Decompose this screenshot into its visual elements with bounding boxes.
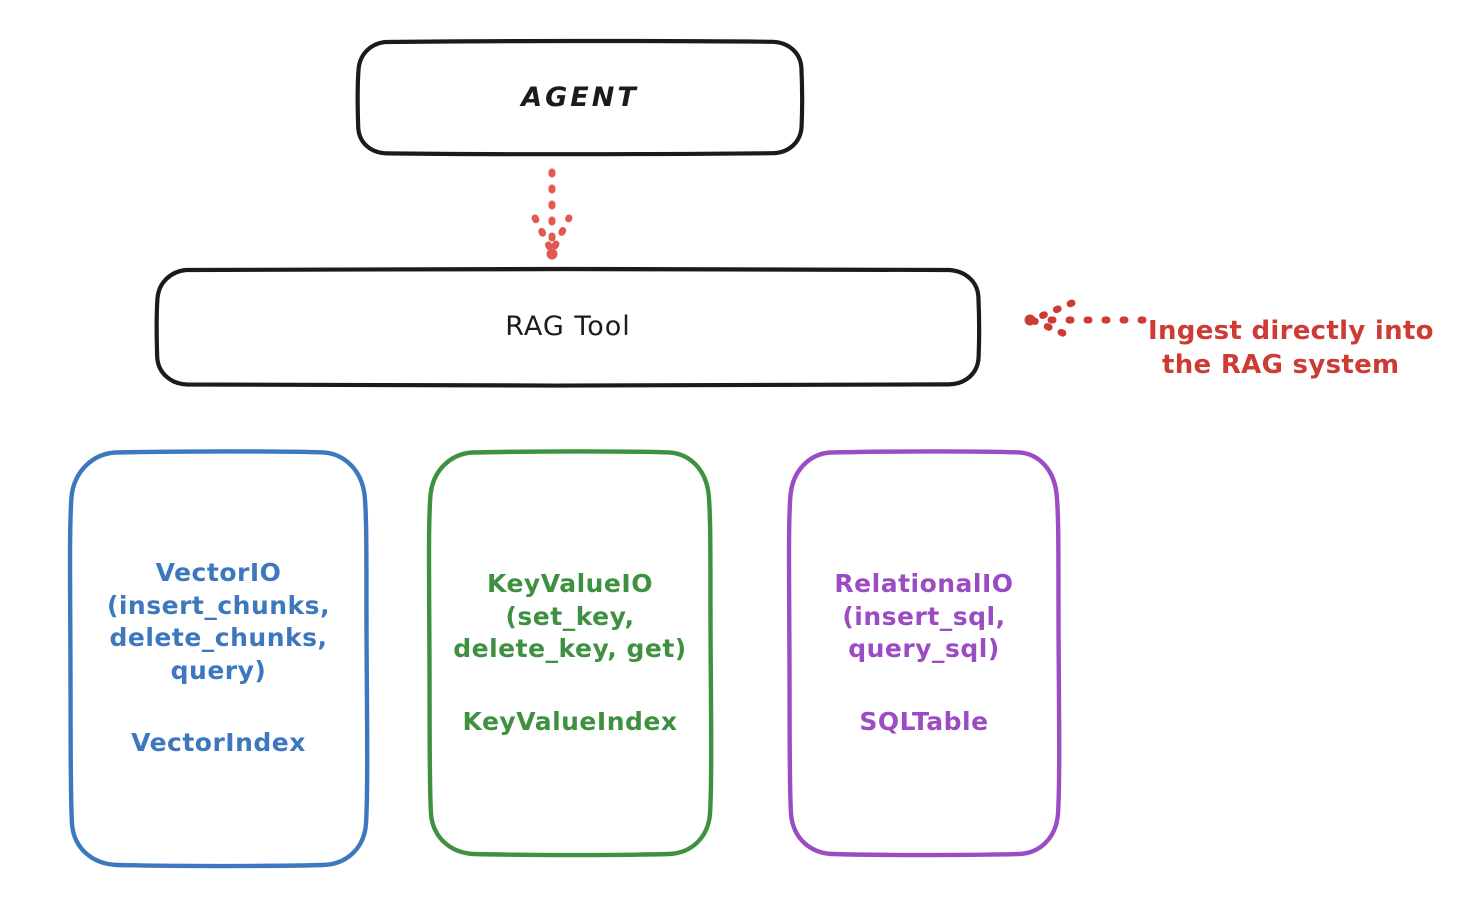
key-value-io-index-label: KeyValueIndex	[462, 706, 678, 736]
vector-io-index-label: VectorIndex	[131, 728, 306, 758]
arrow-ingest-to-rag-tool	[1024, 299, 1147, 341]
annotation-ingest-line-2: the RAG system	[1162, 349, 1400, 380]
rag-tool-label: RAG Tool	[505, 311, 631, 343]
annotation-ingest: Ingest directly into the RAG system	[1148, 281, 1478, 416]
relational-io-index-label: SQLTable	[859, 706, 989, 736]
node-key-value-io[interactable]: KeyValueIO (set_key, delete_key, get) Ke…	[426, 449, 714, 858]
agent-label: AGENT	[521, 81, 639, 113]
arrow-agent-to-rag-tool	[531, 168, 573, 260]
annotation-ingest-line-1: Ingest directly into	[1148, 315, 1434, 346]
node-agent[interactable]: AGENT	[355, 38, 805, 157]
node-vector-io[interactable]: VectorIO (insert_chunks, delete_chunks, …	[67, 449, 370, 869]
node-rag-tool[interactable]: RAG Tool	[154, 266, 982, 388]
vector-io-api-label: VectorIO (insert_chunks, delete_chunks, …	[106, 558, 331, 685]
relational-io-api-label: RelationalIO (insert_sql, query_sql)	[834, 569, 1014, 663]
node-relational-io[interactable]: RelationalIO (insert_sql, query_sql) SQL…	[786, 449, 1062, 858]
key-value-io-api-label: KeyValueIO (set_key, delete_key, get)	[453, 569, 687, 663]
